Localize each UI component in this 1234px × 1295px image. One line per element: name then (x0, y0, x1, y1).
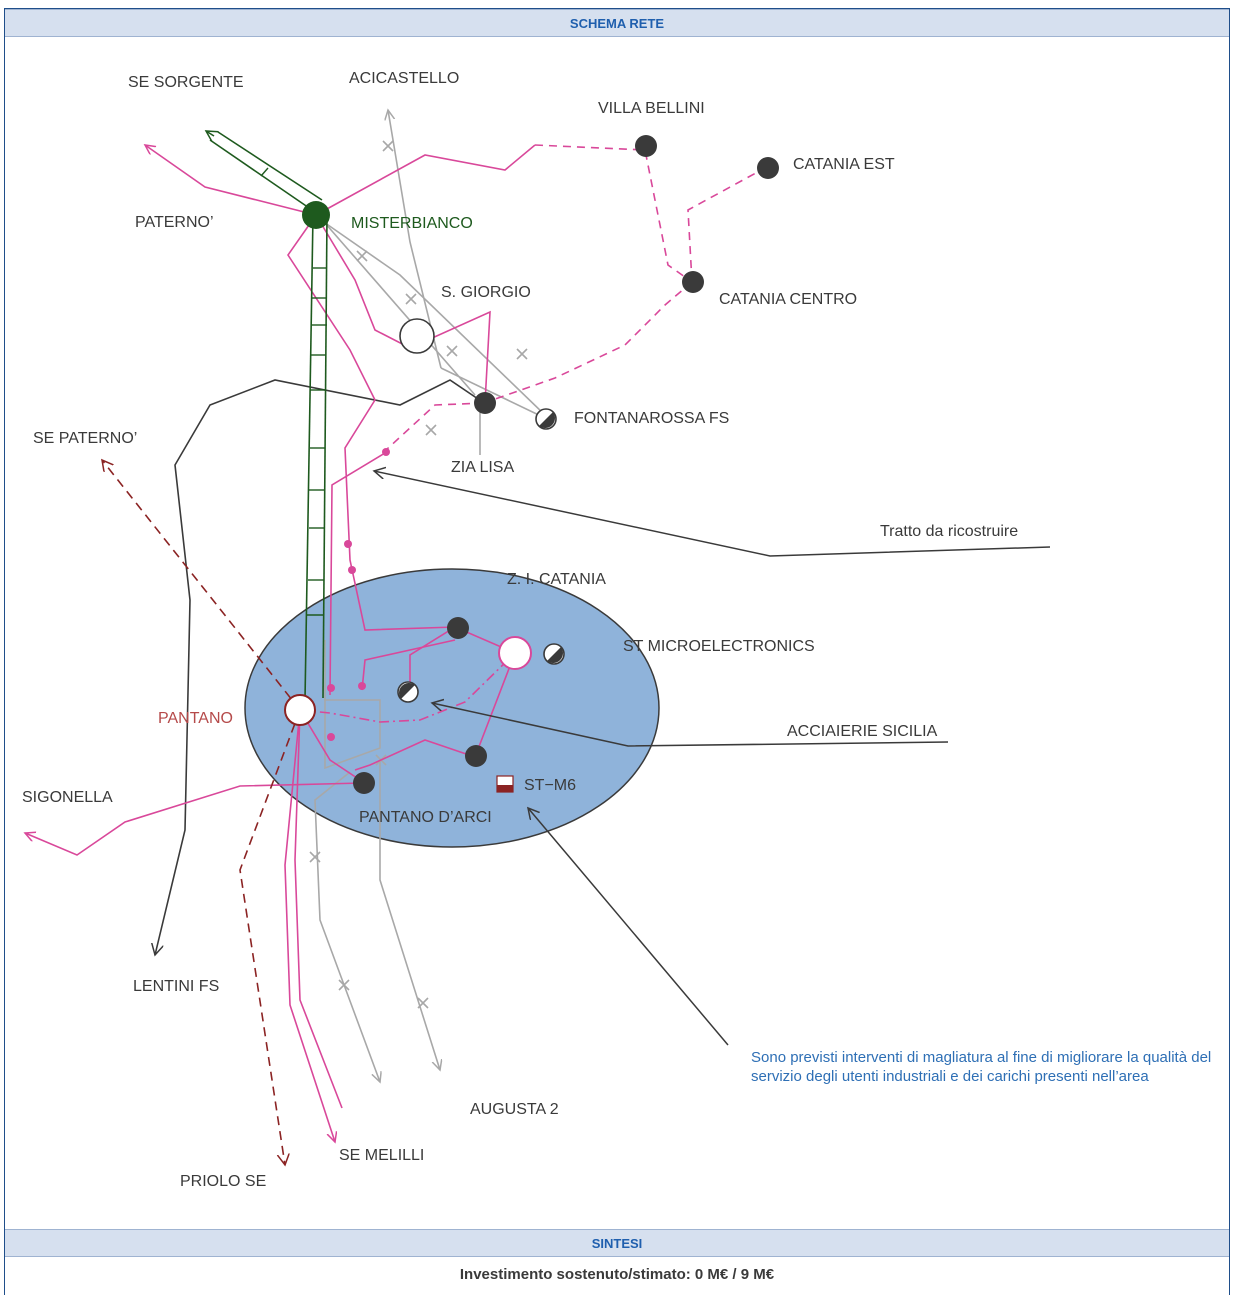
green-rail-ties (260, 167, 327, 616)
label-se-paterno: SE PATERNO’ (33, 430, 137, 447)
red-dashed-lines (102, 460, 301, 1165)
label-s-giorgio: S. GIORGIO (441, 284, 531, 301)
label-pantano-darci: PANTANO D’ARCI (359, 809, 492, 826)
label-zi-catania: Z. I. CATANIA (507, 571, 606, 588)
label-misterbianco: MISTERBIANCO (351, 215, 473, 232)
node-pantano[interactable] (284, 694, 316, 726)
pointer-arrows (374, 471, 1051, 1046)
node-st-microelectronics[interactable] (498, 636, 532, 670)
label-acciaierie-sicilia: ACCIAIERIE SICILIA (787, 723, 938, 740)
label-tratto-da-ricostruire: Tratto da ricostruire (880, 523, 1018, 540)
node-misterbianco[interactable] (302, 201, 330, 229)
st-m6-icon (496, 775, 514, 793)
gray-cross-markers (309, 140, 528, 1009)
label-catania-est: CATANIA EST (793, 156, 895, 173)
diagram-labels: SE SORGENTE ACICASTELLO VILLA BELLINI CA… (22, 70, 1018, 1190)
pink-lines (25, 145, 536, 1142)
node-zia-lisa[interactable] (474, 392, 496, 414)
label-st-microelectronics: ST MICROELECTRONICS (623, 638, 815, 655)
gray-lines (314, 110, 546, 1082)
node-acciaierie[interactable] (397, 681, 419, 703)
label-augusta-2: AUGUSTA 2 (470, 1101, 559, 1118)
label-zia-lisa: ZIA LISA (451, 459, 514, 476)
label-priolo-se: PRIOLO SE (180, 1173, 266, 1190)
pink-dashed-lines (385, 144, 766, 451)
section-header-schema-rete: SCHEMA RETE (5, 9, 1229, 37)
label-sigonella: SIGONELLA (22, 789, 113, 806)
label-st-m6: ST−M6 (524, 777, 576, 794)
label-catania-centro: CATANIA CENTRO (719, 291, 857, 308)
pink-dashdot-lines (299, 652, 516, 723)
label-se-sorgente: SE SORGENTE (128, 74, 244, 91)
label-pantano: PANTANO (158, 710, 233, 727)
section-header-sintesi: SINTESI (5, 1229, 1229, 1257)
network-nodes (284, 135, 779, 794)
node-villa-bellini[interactable] (635, 135, 657, 157)
node-s-giorgio[interactable] (399, 318, 435, 354)
node-fontanarossa[interactable] (535, 408, 557, 430)
page-frame (4, 8, 1230, 1295)
node-st-micro-user[interactable] (543, 643, 565, 665)
label-villa-bellini: VILLA BELLINI (598, 100, 705, 117)
label-fontanarossa: FONTANAROSSA FS (574, 410, 729, 427)
node-zi-catania[interactable] (447, 617, 469, 639)
node-catania-est[interactable] (757, 157, 779, 179)
intervention-note: Sono previsti interventi di magliatura a… (751, 1049, 1212, 1085)
green-rail-line (206, 131, 328, 701)
node-acciaierie-south[interactable] (465, 745, 487, 767)
node-pantano-arci[interactable] (353, 772, 375, 794)
network-diagram: SE SORGENTE ACICASTELLO VILLA BELLINI CA… (22, 70, 1051, 1190)
pink-junction-dots (327, 448, 390, 741)
label-acicastello: ACICASTELLO (349, 70, 459, 87)
label-paterno: PATERNO’ (135, 214, 214, 231)
label-se-melilli: SE MELILLI (339, 1147, 424, 1164)
investment-summary: Investimento sostenuto/stimato: 0 M€ / 9… (459, 1265, 775, 1283)
dark-lines (155, 379, 485, 955)
label-lentini-fs: LENTINI FS (133, 978, 219, 995)
node-catania-centro[interactable] (682, 271, 704, 293)
